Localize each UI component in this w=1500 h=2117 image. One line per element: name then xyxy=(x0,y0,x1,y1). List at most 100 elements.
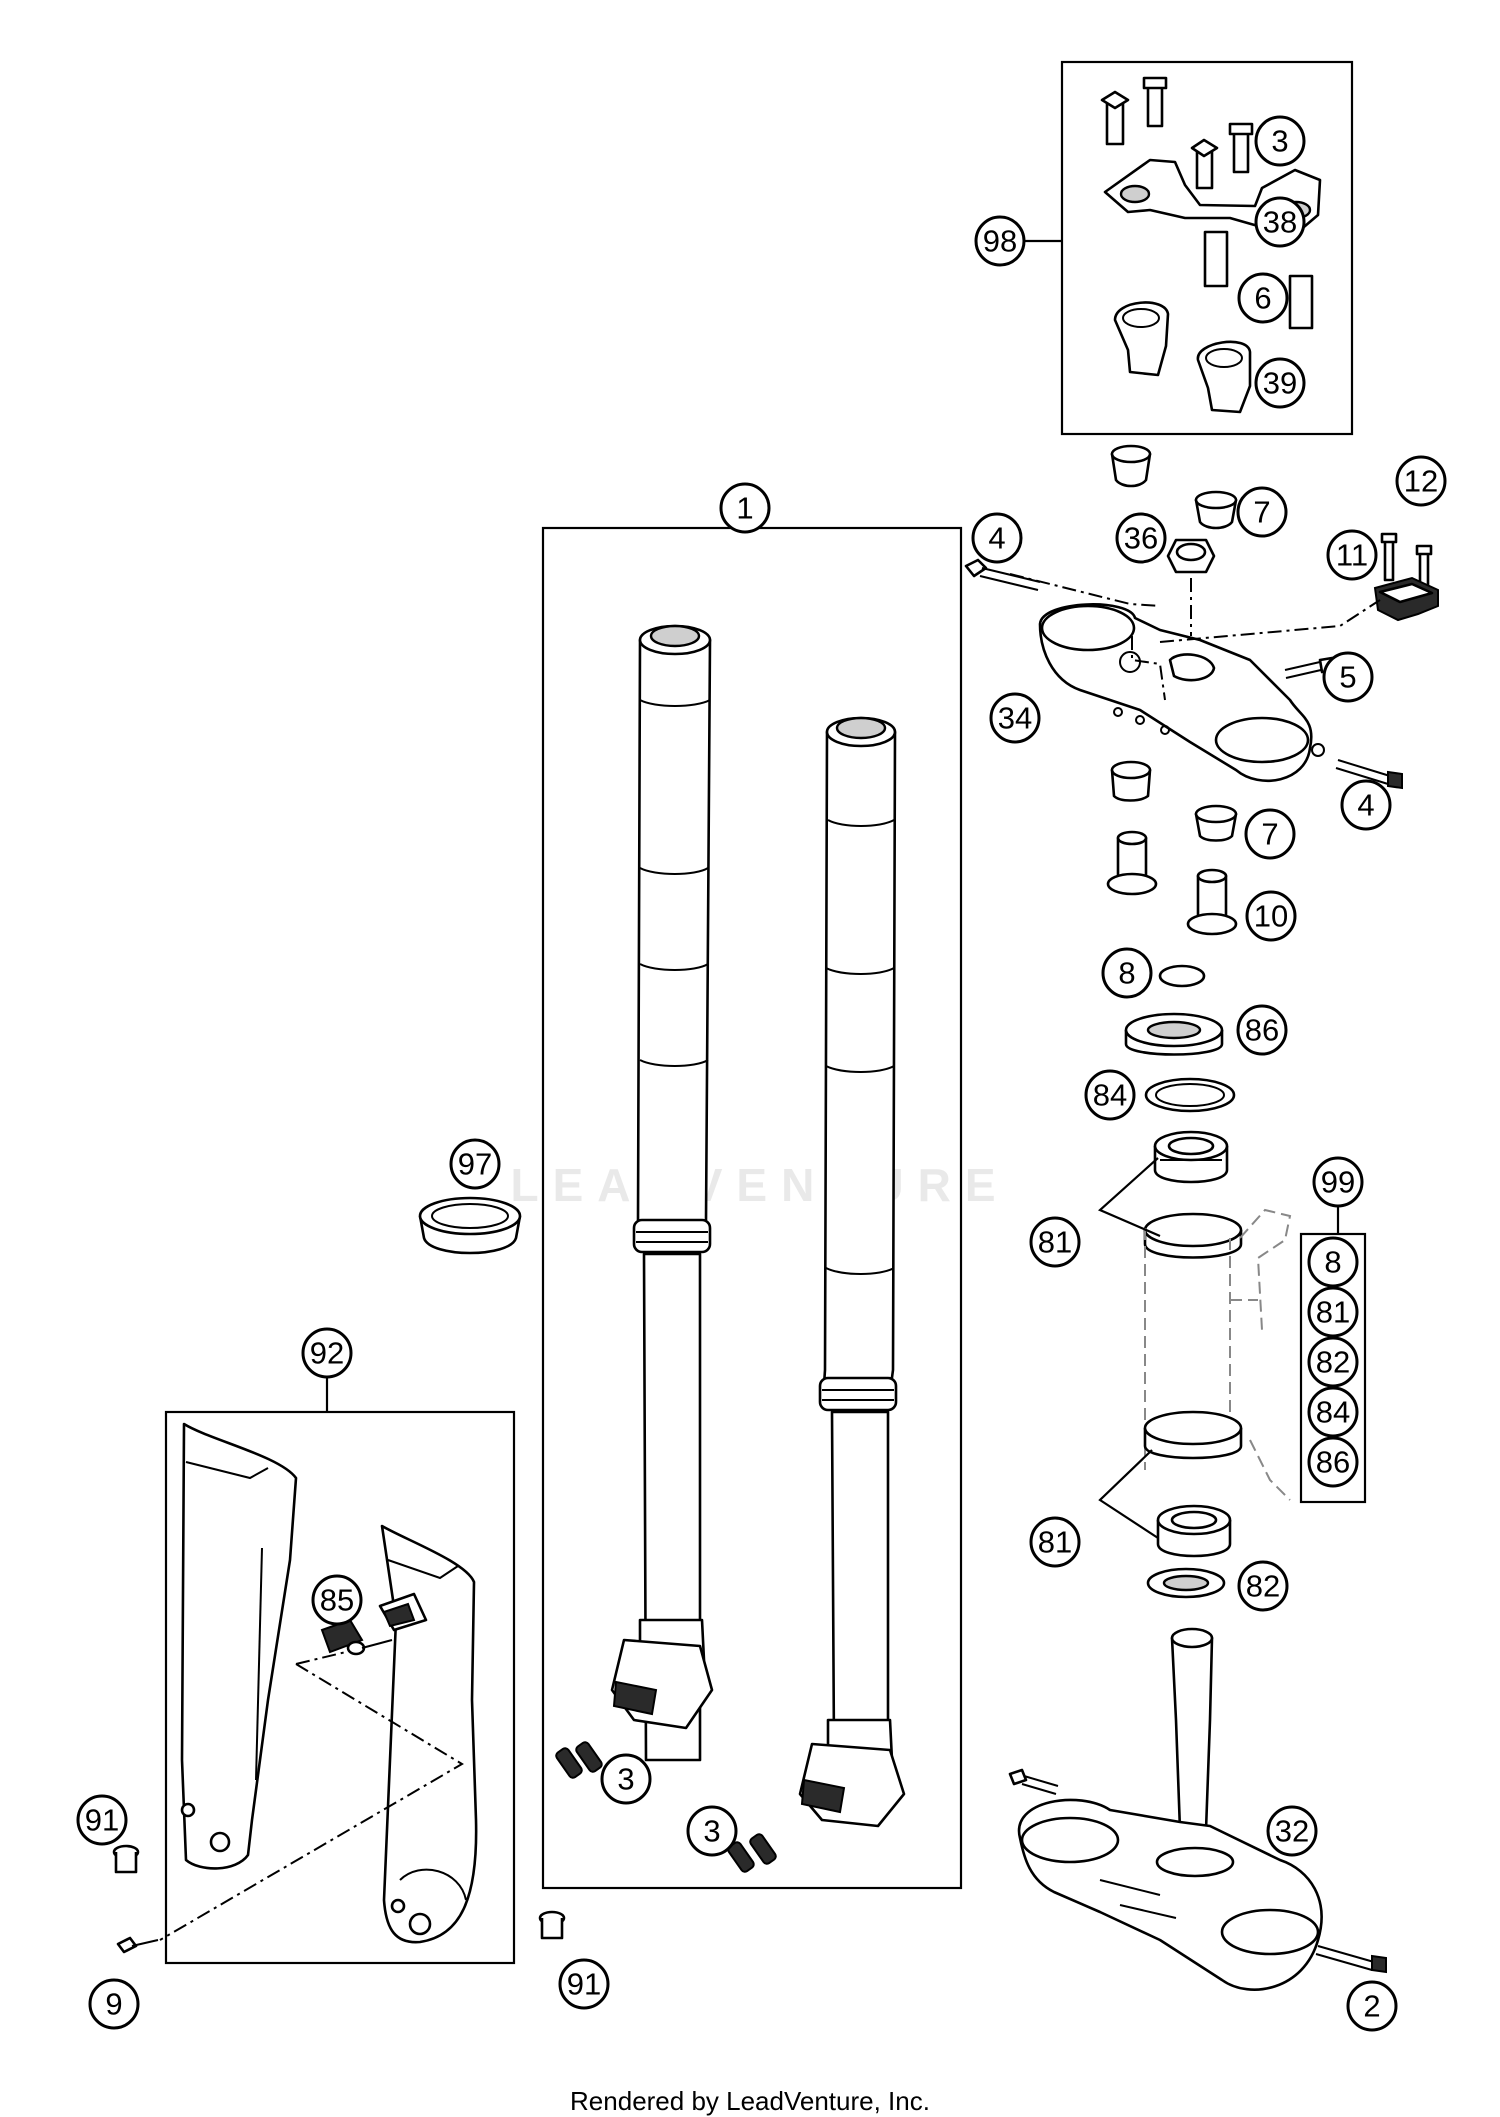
pinch-bolt-2 xyxy=(1315,1945,1387,1974)
watermark: LEADVENTURE xyxy=(510,1159,1010,1211)
callout-label: 84 xyxy=(1093,1078,1127,1113)
callout-label: 97 xyxy=(458,1147,492,1182)
callout-circle xyxy=(1244,808,1296,860)
callout-c91a: 91 xyxy=(76,1794,128,1846)
callout-c91b: 91 xyxy=(558,1958,610,2010)
callout-label: 38 xyxy=(1263,205,1297,240)
callout-circle xyxy=(1254,196,1306,248)
dust-seal-86 xyxy=(1124,1012,1224,1056)
upper-triple-clamp xyxy=(1038,603,1325,783)
callout-c32: 32 xyxy=(1266,1805,1318,1857)
callout-circle xyxy=(1237,272,1289,324)
callout-c81a: 81 xyxy=(1029,1216,1081,1268)
callout-c92: 92 xyxy=(301,1327,353,1379)
callout-circle xyxy=(686,1805,738,1857)
callout-c10: 10 xyxy=(1245,890,1297,942)
axle-clamp-bolts-left xyxy=(555,1741,603,1779)
fork-assembly-box xyxy=(541,526,963,1890)
callout-c12: 12 xyxy=(1395,455,1447,507)
alignment-line-guard xyxy=(159,1663,464,1941)
callout-c99: 99 xyxy=(1312,1156,1364,1208)
callout-k8: 8 xyxy=(1307,1236,1359,1288)
steering-nut xyxy=(1166,538,1216,574)
callout-circle xyxy=(1346,1980,1398,2032)
callout-circle xyxy=(1254,115,1306,167)
callout-circle xyxy=(1236,486,1288,538)
callout-c1: 1 xyxy=(719,482,771,534)
fork-leg-left xyxy=(610,624,714,1762)
footer-credit: Rendered by LeadVenture, Inc. xyxy=(570,2086,930,2116)
callout-c3a: 3 xyxy=(1254,115,1306,167)
callout-label: 98 xyxy=(983,224,1017,259)
callout-label: 8 xyxy=(1324,1245,1341,1280)
callout-label: 7 xyxy=(1261,817,1278,852)
lower-clamp-left xyxy=(1113,301,1170,377)
callout-label: 32 xyxy=(1275,1814,1309,1849)
callout-label: 91 xyxy=(567,1967,601,2002)
callout-circle xyxy=(1307,1386,1359,1438)
callout-label: 3 xyxy=(1271,124,1288,159)
callout-circle xyxy=(558,1958,610,2010)
bearing-kit-99-box xyxy=(1299,1232,1367,1504)
callout-circle xyxy=(1101,947,1153,999)
screw-9 xyxy=(116,1936,159,1954)
callout-c7b: 7 xyxy=(1244,808,1296,860)
alignment-line-clip xyxy=(295,1651,347,1665)
callout-label: 86 xyxy=(1245,1013,1279,1048)
callout-label: 4 xyxy=(1357,788,1374,823)
alignment-line-bolt-4 xyxy=(1009,573,1161,607)
callout-label: 84 xyxy=(1316,1395,1350,1430)
callout-k84: 84 xyxy=(1307,1386,1359,1438)
callout-circle xyxy=(88,1978,140,2030)
callout-label: 1 xyxy=(736,491,753,526)
callout-c4a: 4 xyxy=(971,512,1023,564)
callout-circle xyxy=(449,1138,501,1190)
guard-kit-92-box xyxy=(164,1410,516,1965)
callout-label: 12 xyxy=(1404,464,1438,499)
screw-91-left xyxy=(112,1844,140,1874)
callout-circle xyxy=(1326,529,1378,581)
callout-circle xyxy=(1029,1516,1081,1568)
callout-circle xyxy=(974,215,1026,267)
leader-81-upper xyxy=(1097,1157,1161,1238)
callout-circle xyxy=(1395,455,1447,507)
callout-c7a: 7 xyxy=(1236,486,1288,538)
seal-ring-84 xyxy=(1144,1077,1236,1113)
bushing-sleeve-1 xyxy=(1106,830,1158,896)
callout-label: 39 xyxy=(1263,366,1297,401)
callout-circle xyxy=(311,1574,363,1626)
bushing-sleeve-10 xyxy=(1186,868,1238,936)
taper-bearing-81-lower xyxy=(1156,1504,1232,1558)
fork-leg-right xyxy=(798,716,906,1828)
callout-c4b: 4 xyxy=(1340,779,1392,831)
callout-c82: 82 xyxy=(1237,1560,1289,1612)
callout-c39: 39 xyxy=(1254,357,1306,409)
callout-circle xyxy=(1322,651,1374,703)
callout-label: 3 xyxy=(617,1762,634,1797)
callout-circle xyxy=(1340,779,1392,831)
callout-circle xyxy=(600,1753,652,1805)
callout-c98: 98 xyxy=(974,215,1026,267)
callout-c81b: 81 xyxy=(1029,1516,1081,1568)
rubber-bushing-top-2 xyxy=(1194,490,1238,530)
callout-label: 99 xyxy=(1321,1165,1355,1200)
callout-circle xyxy=(1237,1560,1289,1612)
callout-circle xyxy=(971,512,1023,564)
o-ring-8 xyxy=(1158,964,1206,988)
leader-81-lower xyxy=(1098,1449,1159,1539)
callout-label: 92 xyxy=(310,1336,344,1371)
kit-98-box xyxy=(1060,60,1354,436)
pinch-bolt-upper-lower-clamp xyxy=(1008,1768,1059,1795)
callout-circle xyxy=(1029,1216,1081,1268)
callout-c3c: 3 xyxy=(686,1805,738,1857)
cable-clip-85 xyxy=(320,1618,393,1656)
bearing-race-81-lower xyxy=(1143,1410,1243,1460)
callout-circle xyxy=(1312,1156,1364,1208)
callout-circle xyxy=(1115,512,1167,564)
callout-circle xyxy=(76,1794,128,1846)
callout-c8: 8 xyxy=(1101,947,1153,999)
callout-label: 3 xyxy=(703,1814,720,1849)
cable-guide-11 xyxy=(1373,576,1439,622)
